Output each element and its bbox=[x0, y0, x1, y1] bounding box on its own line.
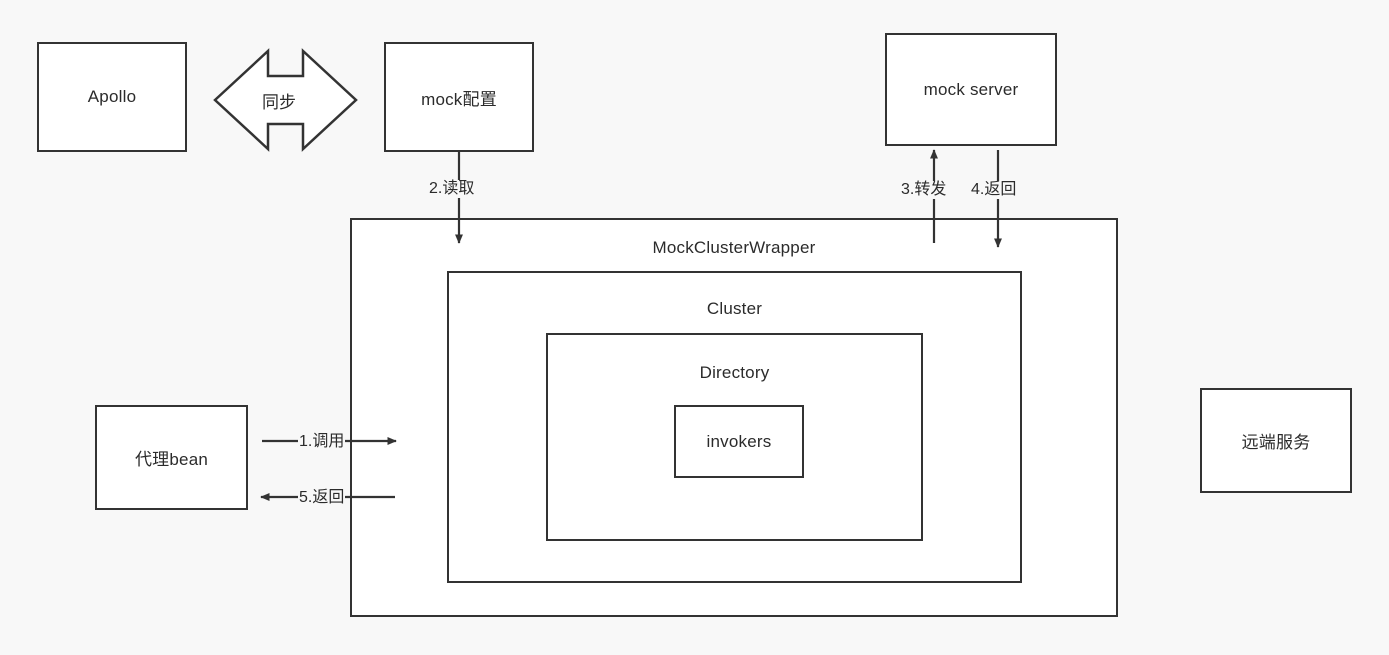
node-invokers[interactable]: invokers bbox=[674, 405, 804, 478]
node-apollo[interactable]: Apollo bbox=[37, 42, 187, 152]
node-remote-service-label: 远端服务 bbox=[1241, 433, 1311, 452]
node-remote-service[interactable]: 远端服务 bbox=[1200, 388, 1352, 493]
node-mock-config-label: mock配置 bbox=[421, 89, 497, 109]
container-mock-cluster-wrapper-label: MockClusterWrapper bbox=[652, 238, 816, 257]
node-apollo-label: Apollo bbox=[87, 87, 137, 106]
edge-read-label: 2.读取 bbox=[428, 180, 476, 198]
node-mock-config[interactable]: mock配置 bbox=[384, 42, 534, 152]
edge-invoke-label: 1.调用 bbox=[298, 433, 346, 451]
node-invokers-label: invokers bbox=[706, 431, 772, 451]
edge-forward-label: 3.转发 bbox=[900, 181, 948, 199]
node-proxy-bean[interactable]: 代理bean bbox=[95, 405, 248, 510]
container-directory-label: Directory bbox=[699, 363, 770, 382]
node-mock-server[interactable]: mock server bbox=[885, 33, 1057, 146]
node-proxy-bean-label: 代理bean bbox=[134, 450, 209, 469]
edge-response-label: 4.返回 bbox=[970, 181, 1018, 199]
container-cluster-label: Cluster bbox=[706, 299, 763, 318]
edge-sync-label: 同步 bbox=[262, 93, 296, 112]
sync-double-arrow-shape[interactable] bbox=[213, 48, 358, 152]
edge-return-label: 5.返回 bbox=[298, 489, 346, 507]
node-mock-server-label: mock server bbox=[923, 79, 1019, 99]
